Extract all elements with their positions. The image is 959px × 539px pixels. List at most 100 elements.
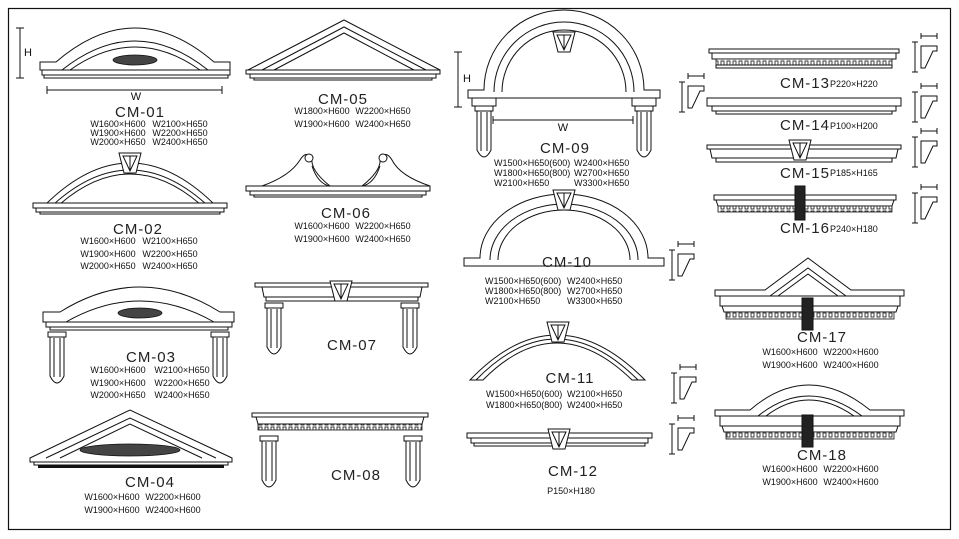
- column: [634, 105, 654, 158]
- profile-section-icon: [668, 414, 695, 455]
- bracket: [801, 414, 814, 448]
- spec: W2200×H650: [142, 249, 197, 259]
- molding-cm-11[interactable]: CM-11 W1500×H650(600) W2100×H650 W1800×H…: [468, 321, 697, 410]
- molding-cm-04[interactable]: CM-04 W1600×H600 W2200×H600 W1900×H600 W…: [29, 409, 233, 515]
- column: [259, 435, 279, 488]
- molding-cm-08[interactable]: CM-08: [251, 412, 429, 488]
- spec: P150×H180: [547, 486, 595, 496]
- profile-section-icon: [911, 183, 938, 224]
- spec: W1900×H600: [294, 119, 349, 129]
- spec: W2400×H650: [142, 261, 197, 271]
- sheet-border: [7, 7, 952, 531]
- spec: W1900×H600: [90, 378, 145, 388]
- spec: W1900×H600: [294, 234, 349, 244]
- molding-cm-14[interactable]: CM-14 P100×H200: [706, 82, 938, 134]
- item-code: CM-01: [115, 104, 165, 121]
- molding-cm-18[interactable]: CM-18 W1600×H600 W2200×H600 W1900×H600 W…: [714, 384, 905, 487]
- height-dimension-line: [454, 51, 462, 108]
- spec: W2200×H600: [145, 492, 200, 502]
- molding-cm-01[interactable]: H W CM-01 W1600×H600 W2100×H650 W1900×H6…: [16, 27, 231, 147]
- spec: W1600×H600: [80, 236, 135, 246]
- spec: W1800×H650(800): [485, 286, 561, 296]
- spec: W1900×H600: [762, 477, 817, 487]
- spec: W1500×H650(600): [486, 389, 562, 399]
- spec: W2200×H600: [823, 464, 878, 474]
- column: [400, 302, 420, 355]
- molding-cm-15[interactable]: CM-15 P185×H165: [706, 127, 938, 182]
- column: [474, 105, 494, 158]
- spec: W1600×H600: [762, 464, 817, 474]
- spec: W2200×H650: [154, 378, 209, 388]
- item-code: CM-11: [546, 370, 595, 387]
- item-code: CM-14: [780, 117, 830, 134]
- spec: W2400×H600: [823, 360, 878, 370]
- molding-cm-17[interactable]: CM-17 W1600×H600 W2200×H600 W1900×H600 W…: [714, 257, 905, 370]
- spec: W2200×H650: [355, 106, 410, 116]
- spec: W2000×H650: [90, 137, 145, 147]
- spec: W1800×H650(800): [486, 400, 562, 410]
- item-code: CM-17: [797, 329, 847, 346]
- spec: W2000×H650: [90, 390, 145, 400]
- molding-cm-12[interactable]: CM-12 P150×H180: [466, 414, 695, 496]
- spec: W2400×H650: [152, 137, 207, 147]
- dentil-band: [257, 423, 423, 431]
- dentil-band: [715, 58, 893, 66]
- item-code: CM-15: [780, 165, 830, 182]
- spec: W2100×H650: [142, 236, 197, 246]
- spec: W1600×H600: [90, 119, 145, 129]
- molding-cm-03[interactable]: CM-03 W1600×H600 W2100×H650 W1900×H600 W…: [42, 286, 235, 400]
- spec: W1500×H650(600): [485, 276, 561, 286]
- spec: W2100×H650: [154, 365, 209, 375]
- column: [264, 302, 284, 355]
- profile-section-icon: [911, 32, 938, 73]
- spec: W2200×H650: [152, 128, 207, 138]
- molding-cm-09[interactable]: H W CM-09 W1500×H650(600) W2400×H650 W18…: [454, 9, 705, 188]
- column: [47, 331, 67, 384]
- molding-cm-07[interactable]: CM-07: [254, 280, 429, 355]
- item-code: CM-06: [321, 205, 371, 222]
- molding-cm-13[interactable]: CM-13 P220×H220: [708, 32, 938, 92]
- width-dimension-label: W: [558, 122, 569, 134]
- item-code: CM-05: [318, 91, 368, 108]
- molding-cm-05[interactable]: CM-05 W1800×H600 W2200×H650 W1900×H600 W…: [245, 19, 441, 129]
- width-dimension-label: W: [131, 91, 142, 103]
- item-code: CM-18: [797, 447, 847, 464]
- profile-section-icon: [678, 72, 705, 113]
- item-code: CM-16: [780, 220, 830, 237]
- molding-cm-16[interactable]: CM-16 P240×H180: [713, 183, 938, 237]
- spec: W1600×H600: [90, 365, 145, 375]
- spec: W2400×H650: [154, 390, 209, 400]
- spec: W1600×H600: [294, 221, 349, 231]
- spec: W2100×H650: [567, 389, 622, 399]
- height-dimension-label: H: [24, 47, 32, 59]
- spec: W1600×H600: [84, 492, 139, 502]
- molding-cm-06[interactable]: CM-06 W1600×H600 W2200×H650 W1900×H600 W…: [245, 153, 431, 244]
- item-code: CM-04: [125, 474, 175, 491]
- item-code: CM-10: [542, 254, 592, 271]
- spec: W2200×H600: [823, 347, 878, 357]
- spec: P220×H220: [830, 79, 878, 89]
- column: [210, 331, 230, 384]
- item-code: CM-07: [327, 337, 377, 354]
- ornament: [112, 54, 158, 66]
- spec: W2000×H650: [80, 261, 135, 271]
- spec: W2400×H650: [567, 400, 622, 410]
- spec: W2400×H650: [567, 276, 622, 286]
- spec: W2400×H650: [574, 158, 629, 168]
- spec: W2100×H650: [485, 296, 540, 306]
- profile-section-icon: [668, 240, 695, 281]
- spec: W1800×H600: [294, 106, 349, 116]
- spec: W2400×H650: [355, 119, 410, 129]
- width-dimension-line: [46, 86, 223, 94]
- item-code: CM-09: [540, 140, 590, 157]
- profile-section-icon: [670, 363, 697, 404]
- molding-cm-10[interactable]: CM-10 W1500×H650(600) W2400×H650 W1800×H…: [463, 189, 695, 306]
- spec: W1900×H600: [84, 505, 139, 515]
- spec: W1900×H600: [90, 128, 145, 138]
- ornament: [117, 307, 163, 319]
- spec: W2700×H650: [567, 286, 622, 296]
- profile-section-icon: [911, 82, 938, 123]
- molding-cm-02[interactable]: CM-02 W1600×H600 W2100×H650 W1900×H600 W…: [32, 152, 228, 271]
- spec: W3300×H650: [574, 178, 629, 188]
